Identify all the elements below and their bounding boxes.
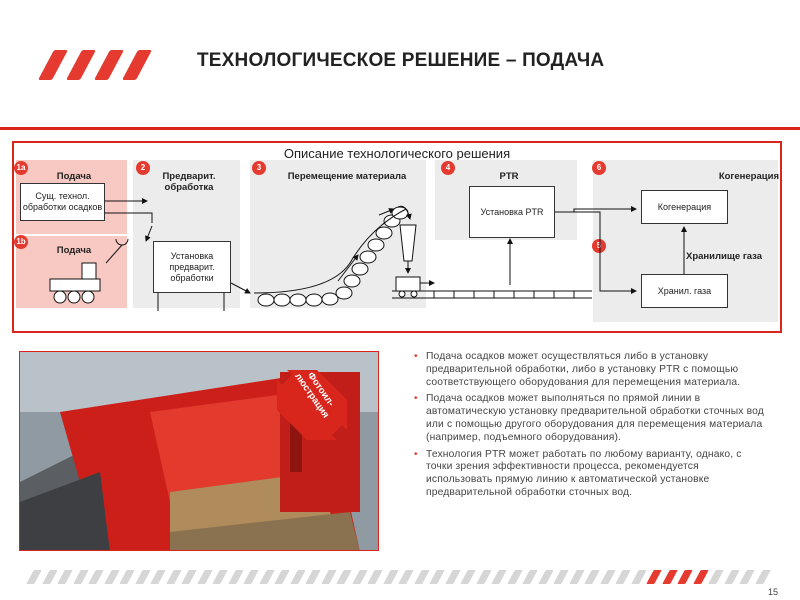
page-title: ТЕХНОЛОГИЧЕСКОЕ РЕШЕНИЕ – ПОДАЧА [197, 50, 604, 72]
footer-stripe [429, 570, 444, 584]
footer-stripes [30, 570, 800, 584]
footer-stripe [739, 570, 754, 584]
footer-stripe [476, 570, 491, 584]
footer-stripe [336, 570, 351, 584]
footer-stripe [631, 570, 646, 584]
logo-stripe [122, 50, 152, 80]
footer-stripe [538, 570, 553, 584]
flow-schematic [14, 143, 780, 331]
photo-badge: Фотоил-люстрация [283, 376, 341, 434]
footer-stripe [662, 570, 677, 584]
list-item: • Технология PTR может работать по любом… [412, 449, 767, 500]
footer-stripe [414, 570, 429, 584]
page-number: 15 [768, 587, 778, 597]
footer-stripe [507, 570, 522, 584]
footer-stripe [398, 570, 413, 584]
footer-stripe [352, 570, 367, 584]
footer-stripe [569, 570, 584, 584]
footer-stripe [197, 570, 212, 584]
footer-stripe [42, 570, 57, 584]
footer-stripe [445, 570, 460, 584]
logo-stripe [38, 50, 68, 80]
footer-stripe [228, 570, 243, 584]
bullet-marker: • [414, 351, 418, 363]
footer-stripe [522, 570, 537, 584]
footer-stripe [600, 570, 615, 584]
logo-stripe [66, 50, 96, 80]
bullet-marker: • [414, 393, 418, 405]
footer-stripe [646, 570, 661, 584]
footer-stripe [212, 570, 227, 584]
footer-stripe [259, 570, 274, 584]
list-item: • Подача осадков может выполняться по пр… [412, 393, 767, 444]
footer-stripe [755, 570, 770, 584]
footer-stripe [104, 570, 119, 584]
footer-stripe [274, 570, 289, 584]
footer-stripe [553, 570, 568, 584]
footer-stripe [383, 570, 398, 584]
footer-stripe [119, 570, 134, 584]
footer-stripe [166, 570, 181, 584]
footer-stripe [724, 570, 739, 584]
footer-stripe [693, 570, 708, 584]
footer-stripe [708, 570, 723, 584]
footer-stripe [150, 570, 165, 584]
footer-stripe [243, 570, 258, 584]
footer-stripe [615, 570, 630, 584]
footer-stripe [321, 570, 336, 584]
footer-stripe [290, 570, 305, 584]
bullet-marker: • [414, 449, 418, 461]
footer-stripe [491, 570, 506, 584]
list-item: • Подача осадков может осуществляться ли… [412, 351, 767, 389]
process-diagram: Описание технологического решения 1a 1b … [12, 141, 782, 333]
footer-stripe [460, 570, 475, 584]
footer-stripe [305, 570, 320, 584]
footer-stripe [677, 570, 692, 584]
footer-stripe [181, 570, 196, 584]
footer-stripe [26, 570, 41, 584]
footer-stripe [88, 570, 103, 584]
logo-stripe [94, 50, 124, 80]
footer-stripe [367, 570, 382, 584]
footer-stripe [57, 570, 72, 584]
header: ТЕХНОЛОГИЧЕСКОЕ РЕШЕНИЕ – ПОДАЧА [0, 0, 800, 127]
footer-stripe [584, 570, 599, 584]
footer-stripe [73, 570, 88, 584]
bullet-list: • Подача осадков может осуществляться ли… [412, 351, 767, 504]
header-divider [0, 127, 800, 130]
footer-stripe [135, 570, 150, 584]
